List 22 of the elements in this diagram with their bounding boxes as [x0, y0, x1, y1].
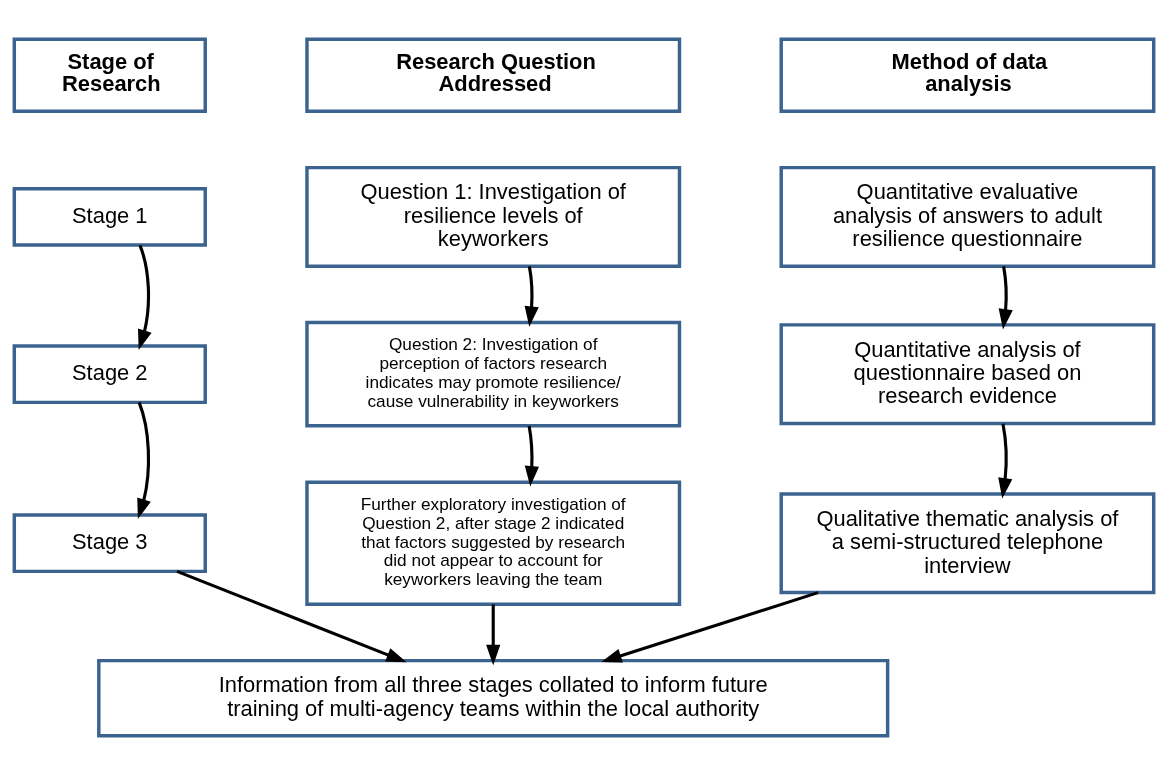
arrow [524, 425, 539, 487]
arrow [524, 266, 539, 327]
arrow [137, 401, 151, 520]
arrow [998, 423, 1013, 499]
node-box: Stage 3 [12, 513, 207, 574]
node-box: Method of data analysis [779, 37, 1156, 113]
node-box: Quantitative evaluative analysis of answers to adult resilience questionnaire [779, 165, 1156, 268]
node-box: Further exploratory investigation of Question 2, after stage 2 indicated that factors suggested by research did not appear to account for keyworkers leaving the team [305, 480, 682, 606]
arrow [486, 604, 501, 666]
node-box: Question 1: Investigation of resilience levels of keyworkers [305, 165, 682, 268]
node-box: Stage 2 [12, 344, 207, 405]
node-box: Qualitative thematic analysis of a semi-structured telephone interview [779, 492, 1156, 595]
node-box: Research Question Addressed [305, 37, 682, 113]
arrow [601, 591, 819, 663]
arrow [138, 244, 152, 351]
arrow [998, 266, 1013, 330]
arrow [176, 569, 407, 663]
node-box: Quantitative analysis of questionnaire based on research evidence [779, 323, 1156, 426]
node-box: Stage of Research [12, 37, 207, 113]
node-box: Stage 1 [12, 187, 207, 247]
node-box: Question 2: Investigation of perception of factors research indicates may promote resilience/ cause vulnerability in keyworkers [305, 320, 682, 428]
node-box: Information from all three stages collated to inform future training of multi-agency teams within the local authority [97, 658, 890, 738]
